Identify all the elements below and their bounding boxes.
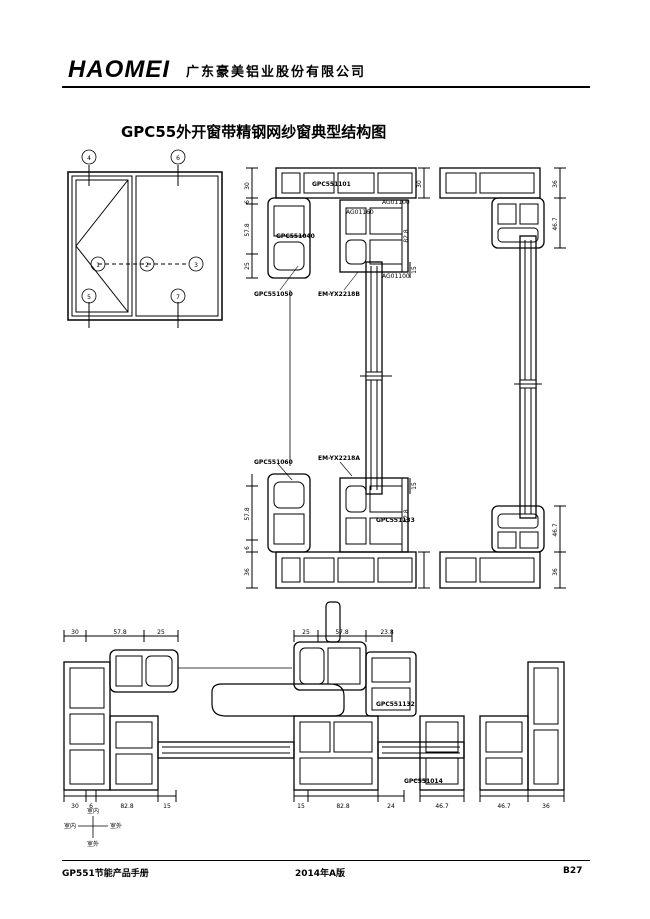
company-logo: HAOMEI [68,56,170,83]
dim-v-6-top: 6 [244,200,251,204]
dim-v-57-8-bottom: 57.8 [244,507,251,521]
dim-v-46-7-bottom: 46.7 [552,523,559,537]
footer-edition: 2014年A版 [295,869,346,879]
dim-v-30-top: 30 [244,182,251,190]
dim-h-25-top-center: 25 [302,629,310,636]
vertical-section-left [246,167,430,589]
profile-label-em-yx2218b: EM-YX2218B [318,291,360,298]
dim-h-15-bottom-left: 15 [163,803,171,810]
profile-label-gpc551014: GPC551014 [404,778,443,785]
marker-2: 2 [145,262,149,269]
dim-h-25-top-left: 25 [157,629,165,636]
profile-label-gpc551101: GPC551101 [312,181,351,188]
dim-v-25: 25 [244,262,251,270]
dim-h-36-bottom: 36 [542,803,550,810]
vertical-section-right [439,167,566,589]
profile-label-gpc551050: GPC551050 [254,291,293,298]
dim-h-6-bottom: 6 [89,803,93,810]
footer-manual-name: GP551节能产品手册 [62,869,149,879]
profile-label-em-yx2218a: EM-YX2218A [318,455,360,462]
marker-5: 5 [87,294,91,301]
dim-h-30-top: 30 [71,629,79,636]
dim-v-46-7-top: 46.7 [552,217,559,231]
marker-6: 6 [176,155,180,162]
marker-4: 4 [87,155,91,162]
dim-v-15-top: 15 [411,266,418,274]
dim-h-57-8-top-center: 57.8 [335,629,349,636]
dim-v-30-right: 30 [416,180,423,188]
small-label-ag01100-b: AG01100 [382,273,410,280]
marker-3: 3 [194,262,198,269]
marker-1: 1 [96,262,100,269]
profile-label-gpc551132: GPC551132 [376,701,415,708]
orientation-outdoor-right: 室外 [110,822,122,830]
dim-v-36-far-top: 36 [552,180,559,188]
page-title: GPC55外开窗带精钢网纱窗典型结构图 [121,123,387,141]
dim-v-6-bottom: 6 [244,546,251,550]
dim-v-36-bottom: 36 [244,568,251,576]
dim-h-82-8-bottom-center: 82.8 [336,803,350,810]
profile-label-gpc551133: GPC551133 [376,517,415,524]
dim-v-82-8-top: 82.8 [403,229,410,243]
horizontal-section [63,601,565,802]
header-rule [62,86,590,88]
dim-h-15-bottom-center: 15 [297,803,305,810]
dim-h-82-8-bottom-left: 82.8 [120,803,134,810]
company-name: 广东豪美铝业股份有限公司 [186,65,367,80]
orientation-outdoor-bottom: 室外 [87,840,99,848]
footer-page-number: B27 [563,866,583,876]
footer-rule [62,860,590,861]
orientation-indoor-top: 室内 [87,807,99,815]
profile-label-gpc551060: GPC551060 [254,459,293,466]
orientation-indicator [78,816,108,838]
small-label-ag01100-a: AG01100 [382,199,410,206]
dim-h-23-8-top: 23.8 [380,629,394,636]
orientation-indoor-left: 室内 [64,822,76,830]
dim-h-46-7-bottom-b: 46.7 [497,803,511,810]
dim-h-24-bottom: 24 [387,803,395,810]
dim-v-15-bottom: 15 [411,482,418,490]
dim-h-30-bottom: 30 [71,803,79,810]
dim-h-57-8-top-left: 57.8 [113,629,127,636]
dim-v-57-8-top: 57.8 [244,223,251,237]
profile-label-gpc551040: GPC551040 [276,233,315,240]
small-label-ag01160: AG01160 [346,209,374,216]
dim-v-36-far-bottom: 36 [552,568,559,576]
marker-7: 7 [176,294,180,301]
window-elevation [67,165,223,328]
dim-v-82-8-bottom: 82.8 [403,509,410,523]
dim-h-46-7-bottom-a: 46.7 [435,803,449,810]
